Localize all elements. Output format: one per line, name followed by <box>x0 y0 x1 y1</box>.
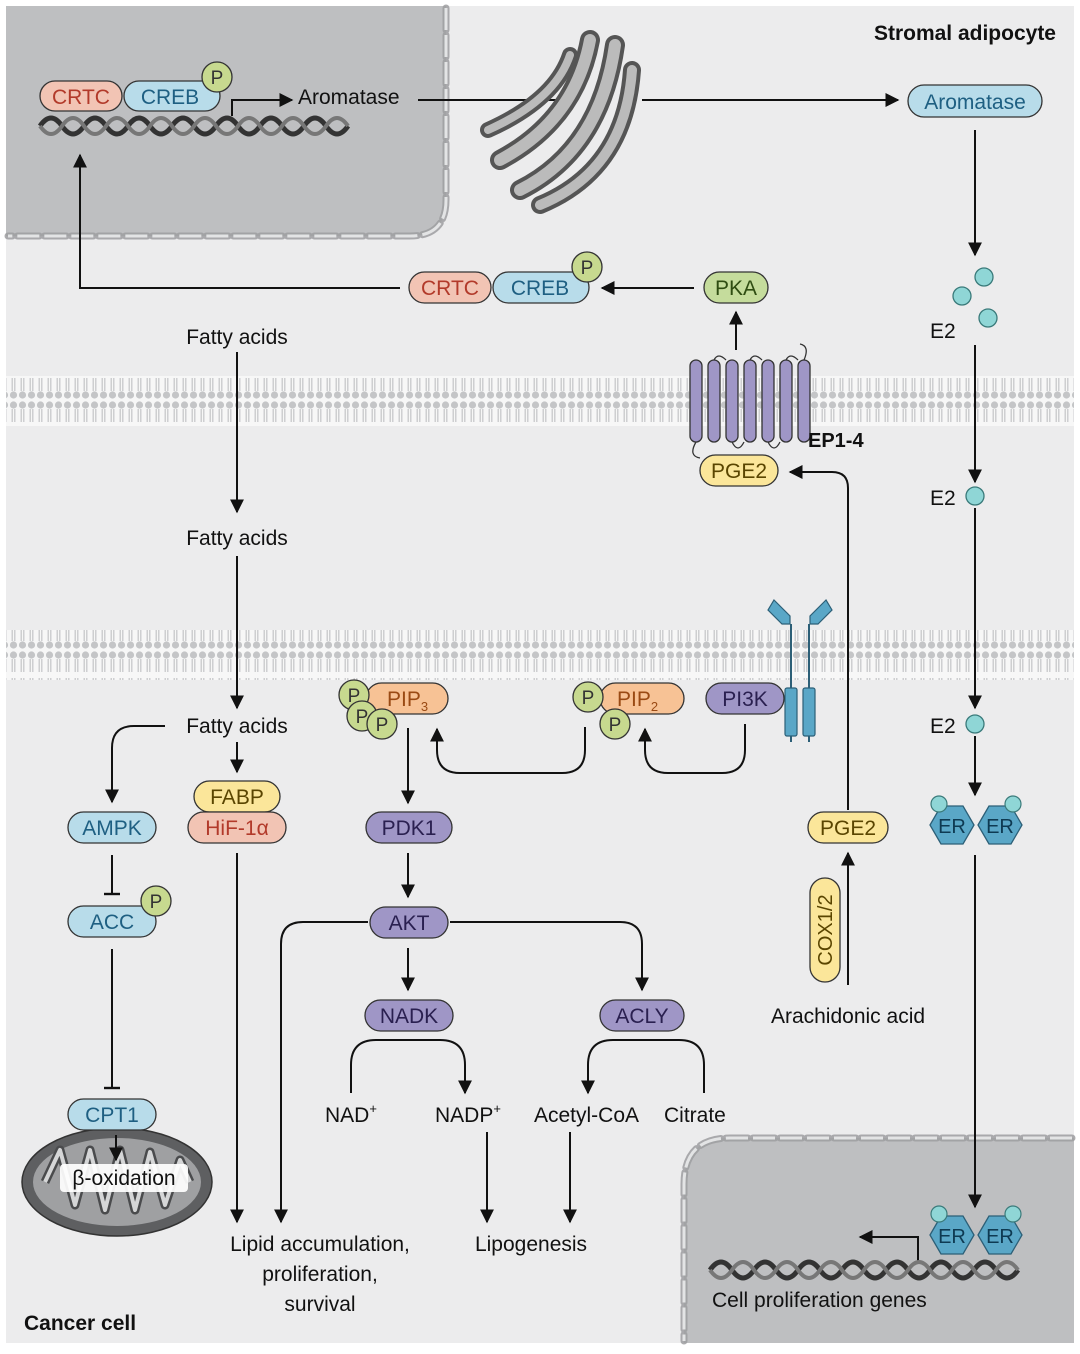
ep-receptor <box>689 343 811 459</box>
svg-text:P: P <box>150 892 163 913</box>
svg-text:AMPK: AMPK <box>82 817 142 840</box>
svg-text:PGE2: PGE2 <box>820 817 876 840</box>
svg-text:FABP: FABP <box>210 786 264 809</box>
crtc-top <box>39 80 123 112</box>
pge2-receptor-bound <box>699 454 779 487</box>
svg-text:CPT1: CPT1 <box>85 1104 139 1127</box>
nadk <box>364 999 454 1032</box>
svg-text:PKA: PKA <box>715 277 757 300</box>
cancer-nucleus <box>684 1138 1074 1343</box>
endoplasmic-reticulum-icon <box>480 30 641 214</box>
e2-molecule <box>965 486 985 506</box>
fatty-acids-3: Fatty acids <box>186 715 288 738</box>
arachidonic-acid-label: Arachidonic acid <box>771 1005 925 1028</box>
lipid-accumulation-line3: survival <box>284 1293 355 1316</box>
pdk1 <box>365 811 453 844</box>
svg-text:P: P <box>211 68 224 89</box>
cox-enzyme <box>809 877 841 983</box>
pi3k <box>705 682 785 715</box>
crtc-top-label: CRTC <box>52 86 110 109</box>
acetyl-coa-label: Acetyl-CoA <box>534 1104 639 1127</box>
cpt1 <box>67 1098 157 1131</box>
svg-text:PIP2: PIP2 <box>617 688 658 714</box>
svg-text:PGE2: PGE2 <box>711 460 767 483</box>
phospho-creb-mid <box>571 251 603 283</box>
pka <box>703 271 769 304</box>
svg-text:ER: ER <box>986 1226 1014 1248</box>
label-stromal-adipocyte: Stromal adipocyte <box>874 22 1056 45</box>
svg-text:CRTC: CRTC <box>421 277 479 300</box>
svg-text:P: P <box>609 715 622 736</box>
ep-receptor-label: EP1-4 <box>808 430 864 452</box>
ampk <box>67 811 157 844</box>
akt <box>369 906 449 939</box>
lipid-accumulation-line2: proliferation, <box>262 1263 378 1286</box>
svg-text:Aromatase: Aromatase <box>924 91 1026 114</box>
svg-text:PI3K: PI3K <box>722 688 768 711</box>
e2-molecule <box>974 267 994 287</box>
fatty-acids-1: Fatty acids <box>186 326 288 349</box>
creb-top-label: CREB <box>141 86 199 109</box>
phospho-pip2-b <box>599 708 631 740</box>
acly <box>599 999 685 1032</box>
svg-text:P: P <box>582 688 595 709</box>
phospho-acc <box>140 885 172 917</box>
svg-text:ER: ER <box>938 1226 966 1248</box>
dna-helix-bottom <box>707 1259 1021 1281</box>
label-cancer-cell: Cancer cell <box>24 1312 136 1335</box>
fatty-acids-2: Fatty acids <box>186 527 288 550</box>
crtc-mid <box>408 271 492 304</box>
phospho-pip3-c <box>366 708 398 740</box>
creb-mid <box>492 271 590 304</box>
svg-text:P: P <box>376 715 389 736</box>
phospho-creb-top <box>201 61 233 93</box>
svg-text:COX1/2: COX1/2 <box>815 894 837 965</box>
svg-text:CREB: CREB <box>511 277 569 300</box>
e2-molecule <box>952 286 972 306</box>
nadp-label: NADP+ <box>435 1101 501 1127</box>
cell-prolif-genes-label: Cell proliferation genes <box>712 1289 927 1312</box>
e2-label-3: E2 <box>930 715 956 738</box>
svg-text:AKT: AKT <box>389 912 430 935</box>
svg-text:PIP3: PIP3 <box>387 688 428 714</box>
svg-text:ER: ER <box>938 816 966 838</box>
nad-label: NAD+ <box>325 1101 377 1127</box>
svg-text:ACC: ACC <box>90 911 134 934</box>
er-dimer-nucleus <box>929 1205 1023 1255</box>
e2-molecule <box>965 714 985 734</box>
svg-text:PDK1: PDK1 <box>382 817 437 840</box>
svg-text:ER: ER <box>986 816 1014 838</box>
e2-molecule <box>978 308 998 328</box>
svg-text:NADK: NADK <box>380 1005 438 1028</box>
hif-1a <box>187 811 287 844</box>
creb-top <box>123 80 221 112</box>
lipogenesis-label: Lipogenesis <box>475 1233 587 1256</box>
pge2-lower <box>807 811 889 844</box>
svg-text:P: P <box>581 258 594 279</box>
svg-text:P: P <box>356 707 369 728</box>
dna-helix-top <box>37 115 351 137</box>
lipid-accumulation-line1: Lipid accumulation, <box>230 1233 410 1256</box>
e2-label-1: E2 <box>930 320 956 343</box>
e2-label-2: E2 <box>930 487 956 510</box>
aromatase-gene-label: Aromatase <box>298 86 400 109</box>
citrate-label: Citrate <box>664 1104 726 1127</box>
er-dimer-cytoplasm <box>929 795 1023 845</box>
receptor-tyrosine-kinase <box>767 599 833 742</box>
svg-text:HiF-1α: HiF-1α <box>205 817 268 840</box>
adipocyte-nucleus <box>6 6 446 236</box>
phospho-pip2-a <box>572 681 604 713</box>
acc <box>67 905 157 938</box>
aromatase-protein <box>907 84 1043 118</box>
svg-text:ACLY: ACLY <box>615 1005 668 1028</box>
beta-oxidation-label: β-oxidation <box>72 1167 175 1190</box>
